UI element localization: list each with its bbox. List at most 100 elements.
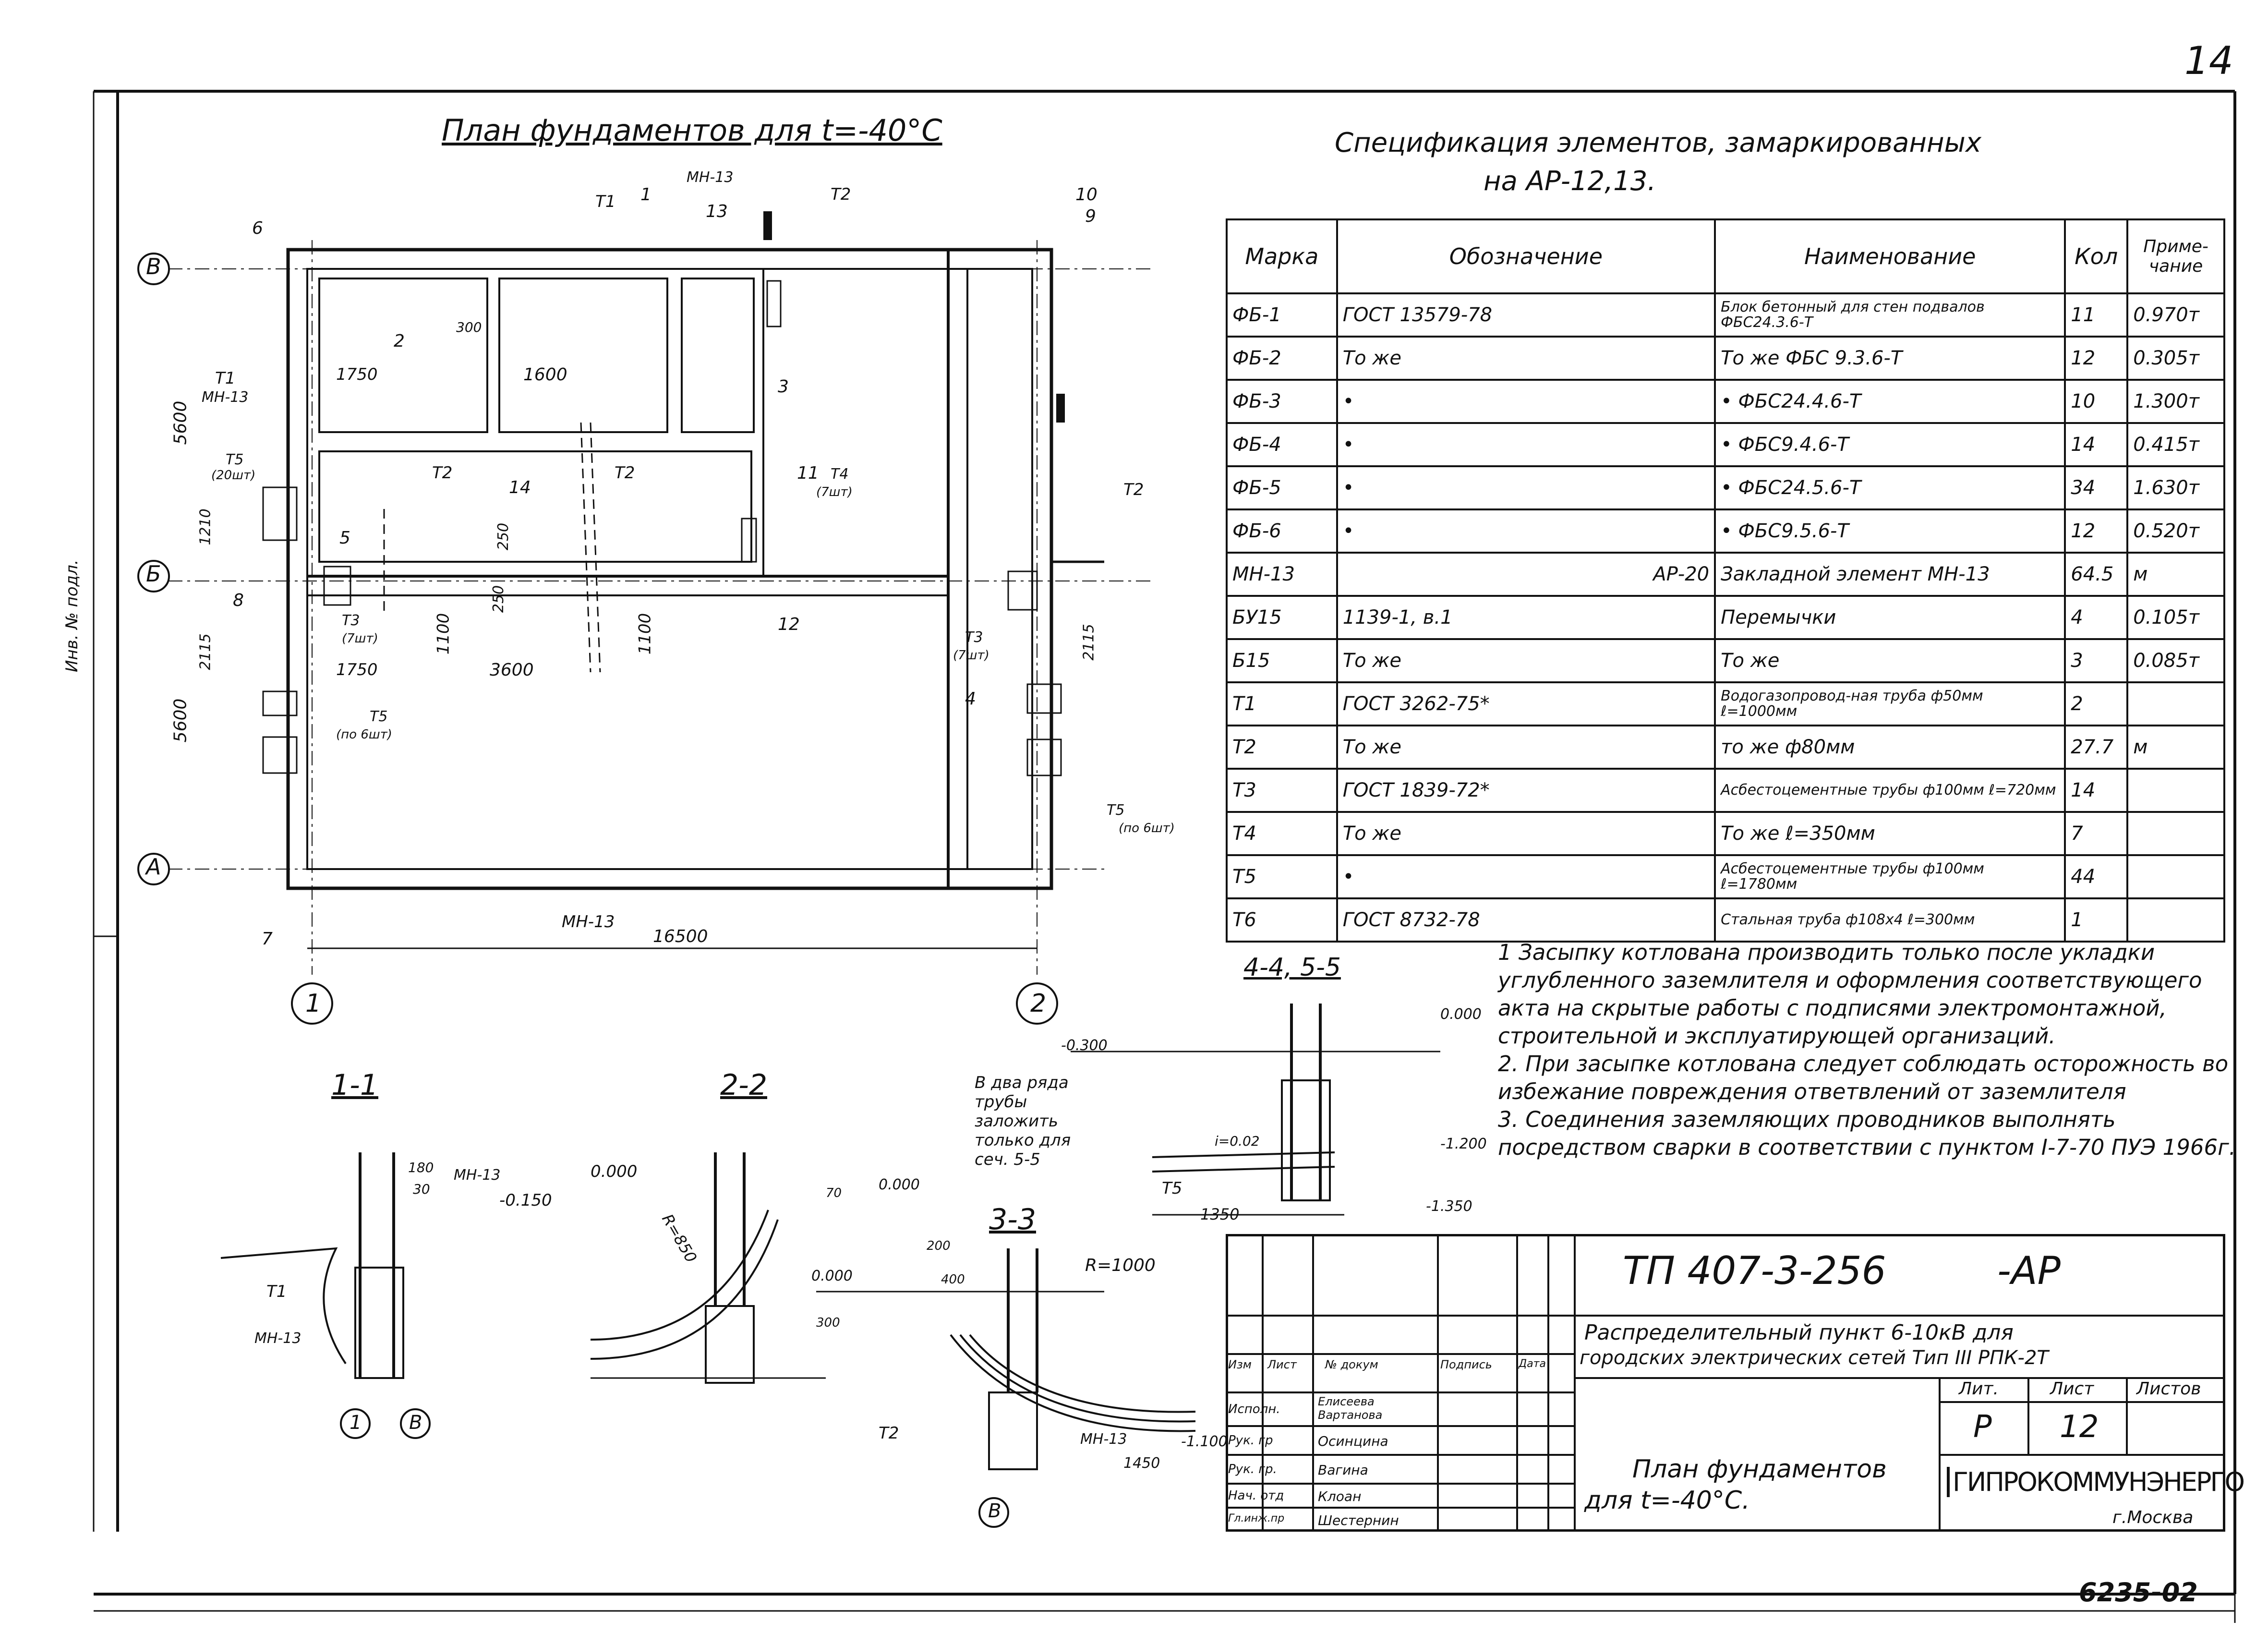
dim-3600: 3600 — [490, 660, 534, 680]
tb-org: ГИПРОКОММУНЭНЕРГО — [1947, 1467, 2245, 1497]
cell-name: Водогазопровод-ная труба ф50мм ℓ=1000мм — [1714, 681, 2066, 726]
section-mark-8: 8 — [233, 591, 244, 610]
cell-name: • ФБС24.5.6-Т — [1714, 465, 2066, 510]
cell-note: 0.970т — [2126, 292, 2225, 338]
section-2-2-title: 2-2 — [720, 1068, 767, 1102]
tb-col-list: Лист — [1267, 1358, 1297, 1371]
label-mn13-left: МН-13 — [202, 389, 249, 406]
section-1-1-axis1: 1 — [350, 1412, 362, 1434]
tb-lit-label: Лит. — [1959, 1379, 1999, 1399]
label-mn13-bottom: МН-13 — [562, 912, 615, 931]
cell-note — [2126, 854, 2225, 899]
section-3-3-mark2: -1.100 — [1181, 1433, 1228, 1450]
section-2-2-mark1: 0.000 — [591, 1162, 638, 1181]
cell-name: Асбестоцементные трубы ф100мм ℓ=720мм — [1714, 768, 2066, 813]
section-4-5-title: 4-4, 5-5 — [1243, 953, 1341, 982]
label-t5-left-upper-note: (20шт) — [211, 468, 256, 483]
spec-header-row: Марка Обозначение Наименование Кол Приме… — [1226, 218, 2225, 294]
section-1-1-d180: 180 — [408, 1160, 434, 1175]
cell-designation: То же — [1336, 638, 1716, 683]
dim-1100-a: 1100 — [434, 613, 453, 655]
tb-col-izm: Изм — [1228, 1358, 1252, 1371]
cell-qty: 11 — [2064, 292, 2129, 338]
section-mark-4: 4 — [965, 689, 976, 709]
cell-note: 1.630т — [2126, 465, 2225, 510]
cell-mark: Т1 — [1226, 681, 1338, 726]
section-2-2-d70: 70 — [826, 1186, 842, 1200]
section-3-3-t2: Т2 — [879, 1424, 899, 1443]
tb-name-3: Клоан — [1318, 1488, 1362, 1504]
section-3-3-radius: R=1000 — [1085, 1256, 1156, 1275]
section-mark-11: 11 — [797, 463, 819, 483]
cell-qty: 3 — [2064, 638, 2129, 683]
section-3-3-d200: 200 — [927, 1239, 951, 1253]
title-block — [1226, 1234, 2225, 1532]
table-row: Т5•Асбестоцементные трубы ф100мм ℓ=1780м… — [1226, 854, 2225, 899]
tb-role-0: Исполн. — [1228, 1402, 1280, 1416]
dim-250-a: 250 — [490, 585, 507, 613]
cell-note: м — [2126, 552, 2225, 597]
dim-300: 300 — [456, 319, 482, 335]
cell-note — [2126, 811, 2225, 856]
cell-mark: МН-13 — [1226, 552, 1338, 597]
dim-2115-a: 2115 — [197, 633, 214, 670]
cell-note: 1.300т — [2126, 379, 2225, 424]
cell-note: 0.520т — [2126, 508, 2225, 554]
label-t2-top: Т2 — [831, 185, 851, 204]
section-1-1-axisB: В — [409, 1412, 422, 1434]
cell-designation: • — [1336, 379, 1716, 424]
sheet-title-line1: План фундаментов — [1632, 1455, 1887, 1484]
cell-mark: ФБ-2 — [1226, 336, 1338, 381]
spec-header-name: Наименование — [1714, 218, 2066, 294]
tb-name-4: Шестернин — [1318, 1512, 1399, 1528]
sheet-corner-number: 14 — [2184, 38, 2233, 83]
section-3-3-d400: 400 — [941, 1272, 965, 1287]
cell-mark: ФБ-6 — [1226, 508, 1338, 554]
section-4-5-slope: i=0.02 — [1215, 1133, 1260, 1149]
sheet-title-line2: для t=-40°С. — [1584, 1486, 1750, 1515]
cell-designation: • — [1336, 465, 1716, 510]
cell-designation: То же — [1336, 336, 1716, 381]
axis-letter-v: В — [146, 254, 161, 279]
cell-mark: Б15 — [1226, 638, 1338, 683]
cell-designation: • — [1336, 854, 1716, 899]
label-t2-mid: Т2 — [615, 463, 635, 483]
tb-col-date: Дата — [1519, 1358, 1546, 1370]
note-1: 1 Засыпку котлована производить только п… — [1498, 940, 2202, 1049]
spec-header-mark: Марка — [1226, 218, 1338, 294]
cell-qty: 12 — [2064, 508, 2129, 554]
cell-designation: • — [1336, 422, 1716, 467]
section-4-5-mark1: 0.000 — [1440, 1006, 1482, 1023]
cell-qty: 27.7 — [2064, 725, 2129, 770]
tb-role-2: Рук. гр. — [1228, 1462, 1277, 1476]
tb-list-value: 12 — [2060, 1409, 2099, 1445]
cell-qty: 10 — [2064, 379, 2129, 424]
cell-qty: 44 — [2064, 854, 2129, 899]
cell-mark: Т5 — [1226, 854, 1338, 899]
bottom-code: 6235-02 — [2079, 1577, 2198, 1608]
cell-mark: БУ15 — [1226, 595, 1338, 640]
section-note-two-rows: В два ряда трубы заложить только для сеч… — [975, 1073, 1071, 1169]
plan-title: План фундаментов для t=-40°C — [442, 113, 942, 148]
title-suffix: -АР — [1997, 1248, 2061, 1293]
note-3: 3. Соединения заземляющих проводников вы… — [1498, 1107, 2236, 1160]
cell-note — [2126, 681, 2225, 726]
tb-city: г.Москва — [2112, 1508, 2194, 1527]
notes-block: 1 Засыпку котлована производить только п… — [1498, 939, 2237, 1161]
label-t3-left-note: (7шт) — [342, 631, 378, 646]
cell-mark: Т2 — [1226, 725, 1338, 770]
cell-note: 0.085т — [2126, 638, 2225, 683]
section-1-1-t1: Т1 — [266, 1282, 287, 1301]
section-1-1-title: 1-1 — [331, 1068, 378, 1102]
tb-role-1: Рук. гр — [1228, 1433, 1273, 1448]
cell-qty: 7 — [2064, 811, 2129, 856]
cell-designation: • — [1336, 508, 1716, 554]
cell-mark: ФБ-3 — [1226, 379, 1338, 424]
tb-lit-value: Р — [1973, 1409, 1992, 1445]
